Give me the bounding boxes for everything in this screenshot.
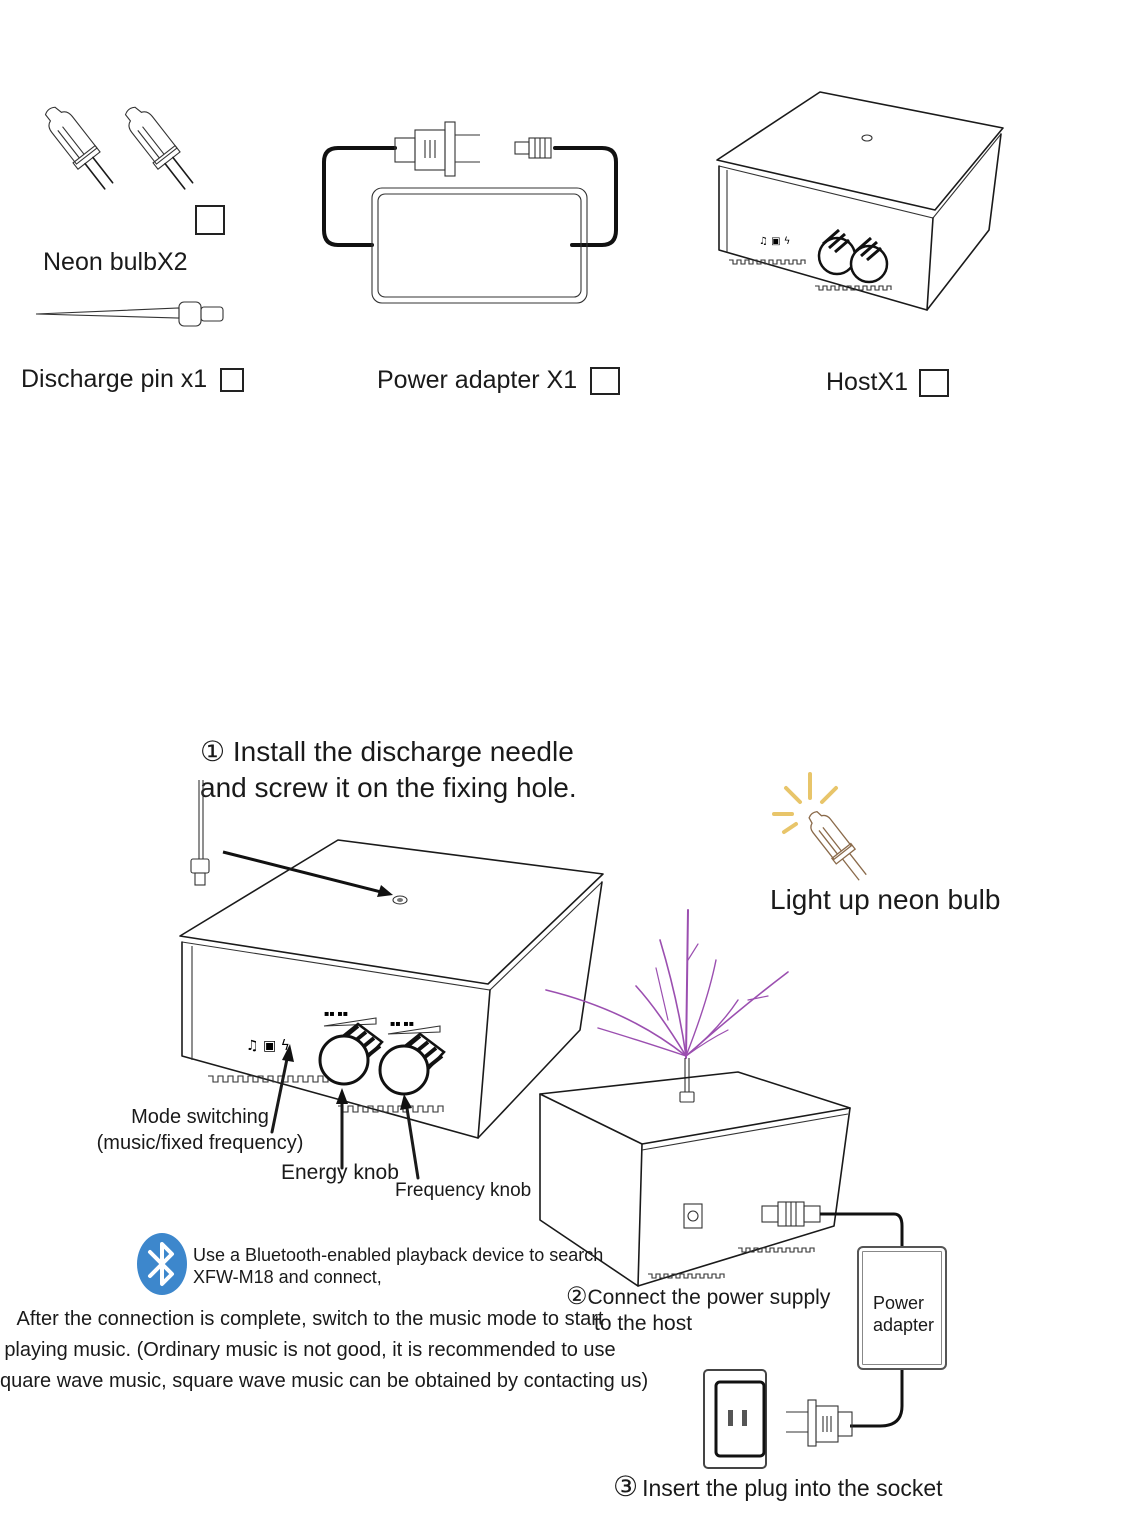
host-checkbox[interactable] [918,369,949,398]
neon-bulb-icon [44,106,114,190]
step2-instruction: ②Connect the power supply to the host [566,1284,830,1337]
power-adapter-box-line1: Power [873,1293,925,1313]
discharge-needle-illustration [190,780,393,897]
host-illustration: ♫ ▣ ϟ [716,91,1004,311]
step2-line2: to the host [594,1312,693,1335]
bluetooth-line2: XFW-M18 and connect, [193,1267,382,1287]
neon-bulb-checkbox[interactable] [195,205,225,235]
step1-line1: Install the discharge needle [232,736,574,767]
dc-plug-icon [761,1201,821,1227]
glowing-neon-bulb-illustration [772,772,867,881]
energy-knob-label: Energy knob [281,1161,399,1184]
mode-switch-icons: ♫ ▣ ϟ [759,236,790,247]
host-label-text: HostX1 [826,368,908,396]
neon-bulb-icon [124,106,194,190]
frequency-knob-label: Frequency knob [395,1180,532,1201]
power-adapter-box: Power adapter [857,1246,947,1370]
step2-line1: Connect the power supply [587,1286,831,1309]
power-adapter-checkbox[interactable] [590,367,621,396]
power-adapter-label: Power adapter X1 [377,366,621,396]
mode-switching-label: Mode switching (music/fixed frequency) [90,1104,310,1156]
wall-socket-illustration [703,1369,853,1469]
music-mode-note-line2: playing music. (Ordinary music is not go… [4,1339,616,1361]
host-label: HostX1 [826,368,949,398]
discharge-pin-label: Discharge pin x1 [21,365,245,394]
discharge-pin-label-text: Discharge pin x1 [21,365,208,393]
glow-rays-icon [772,772,838,834]
step1-line2: and screw it on the fixing hole. [200,772,577,803]
step1-instruction: ① Install the discharge needle and screw… [200,734,577,806]
ac-plug-icon [786,1399,853,1447]
neon-bulb-icon [808,810,867,881]
discharge-pin-checkbox[interactable] [220,368,245,393]
mode-switching-line2: (music/fixed frequency) [96,1132,304,1154]
install-arrow [222,850,386,895]
discharge-arc [545,909,789,1059]
ac-plug-icon [394,121,480,177]
step3-number: ③ [613,1471,639,1502]
energy-knob-marking: ▪▪ ▪▪ [324,1009,348,1018]
power-adapter-label-text: Power adapter X1 [377,366,578,394]
music-mode-note-line1: After the connection is complete, switch… [16,1308,604,1330]
host-with-arc-illustration [539,909,851,1287]
power-cable-illustration [820,1212,904,1428]
bluetooth-icon [137,1233,187,1295]
step1-number: ① [200,736,226,767]
bluetooth-instruction: Use a Bluetooth-enabled playback device … [193,1244,603,1288]
energy-knob-icon [817,228,857,276]
mode-switching-line1: Mode switching [131,1106,269,1128]
dc-jack-icon [683,1203,703,1229]
energy-knob-icon [318,1022,384,1086]
light-up-neon-label: Light up neon bulb [770,884,1001,915]
neon-bulb-label: Neon bulbX2 [43,248,188,276]
bluetooth-line1: Use a Bluetooth-enabled playback device … [193,1245,604,1265]
step2-number: ② [566,1283,588,1310]
frequency-knob-marking: ▪▪ ▪▪ [390,1019,414,1028]
frequency-knob-icon [849,236,889,284]
music-mode-note-line3: square wave music, square wave music can… [0,1370,649,1392]
frequency-knob-icon [378,1032,446,1096]
power-adapter-box-line2: adapter [873,1315,935,1335]
discharge-pin-illustration [35,301,224,327]
dc-plug-icon [514,137,552,159]
step3-text: Insert the plug into the socket [642,1475,943,1501]
mode-switch-icons: ♫ ▣ ϟ [246,1038,290,1054]
neon-bulbs-illustration [44,106,194,190]
music-mode-note: After the connection is complete, switch… [0,1304,649,1397]
power-adapter-illustration [322,121,618,304]
host-large-illustration: ♫ ▣ ϟ ▪▪ ▪▪ ▪▪ ▪▪ [179,839,604,1180]
wall-socket-icon [703,1369,767,1469]
